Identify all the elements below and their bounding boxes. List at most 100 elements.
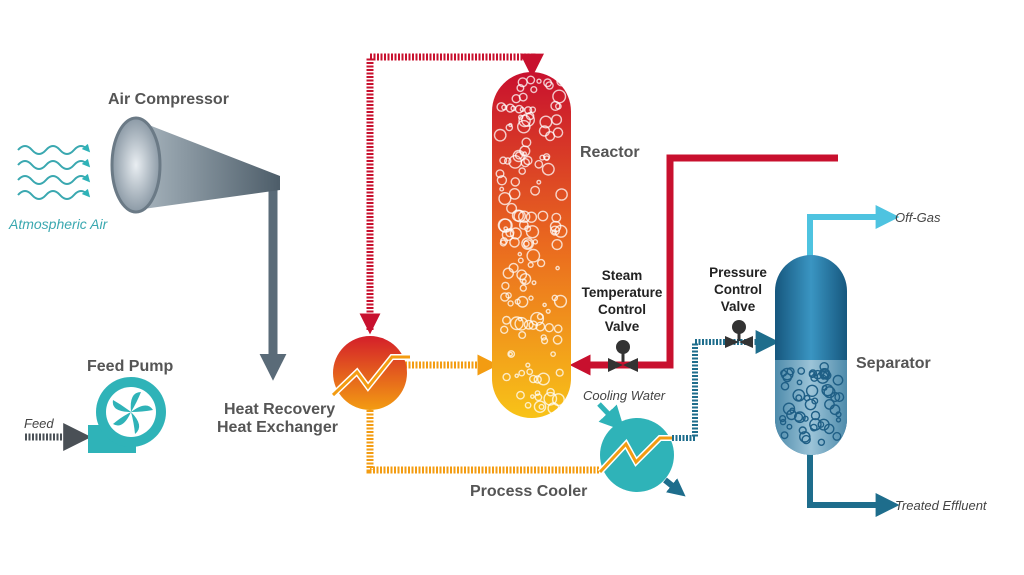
reactor-bubble — [498, 192, 512, 206]
separator-bubble — [786, 367, 795, 376]
separator-bubble — [811, 397, 819, 405]
reactor-bubble — [540, 337, 549, 345]
reactor-bubble — [553, 294, 568, 308]
reactor-bubble — [499, 156, 508, 165]
steam-valve-label-line4: Valve — [604, 319, 640, 334]
separator-bubble — [835, 417, 842, 423]
reactor-bubble — [516, 295, 529, 308]
reactor-bubble — [547, 402, 560, 415]
reactor-bubble — [533, 375, 542, 384]
separator-bubble — [792, 388, 806, 402]
separator-bubble — [779, 418, 787, 426]
steam-temperature-control-valve — [608, 340, 638, 372]
reactor-bubble — [525, 211, 538, 223]
reactor-bubble — [524, 106, 533, 115]
reactor-bubble — [507, 350, 516, 358]
reactor-bubble — [505, 228, 515, 238]
reactor-bubble — [508, 262, 519, 274]
reactor-bubble — [551, 239, 563, 251]
exchanger-to-cooler-line — [366, 410, 600, 474]
reactor-bubble — [524, 401, 532, 409]
reactor-bubble — [508, 154, 523, 169]
separator-label: Separator — [856, 355, 931, 372]
process-cooler-label: Process Cooler — [470, 483, 588, 500]
separator-bubble — [786, 423, 793, 430]
reactor-bubble — [502, 315, 512, 325]
reactor-bubble — [508, 351, 513, 357]
separator-bubble — [797, 367, 806, 375]
reactor-bubble — [537, 210, 549, 222]
reactor-bubble — [496, 175, 508, 186]
reactor-bubble — [551, 229, 558, 235]
reactor-bubble — [513, 209, 527, 223]
reactor-bubble — [495, 169, 505, 179]
reactor-bubble — [502, 267, 514, 279]
reactor-bubble — [535, 321, 546, 332]
reactor-bubble — [505, 103, 515, 113]
reactor-bubble — [528, 320, 539, 331]
treated-effluent-line — [807, 440, 900, 517]
atmospheric-air-label: Atmospheric Air — [9, 216, 108, 232]
separator-bubble — [809, 423, 818, 432]
reactor-bubble — [539, 115, 553, 129]
reactor-bubble — [531, 280, 537, 286]
reactor-bubble — [523, 155, 533, 166]
separator-bubble — [786, 409, 797, 421]
reactor — [492, 72, 571, 418]
separator-bubble — [824, 398, 835, 410]
reactor-bubble — [505, 292, 512, 299]
reactor-bubble — [530, 185, 541, 196]
reactor-bubble — [503, 157, 512, 165]
air-compressor-label: Air Compressor — [108, 91, 229, 108]
reactor-bubble — [527, 261, 534, 269]
air-line — [255, 175, 287, 381]
atmospheric-air-waves — [17, 143, 91, 200]
reactor-bubble — [516, 269, 528, 281]
reactor-bubble — [543, 391, 558, 406]
reactor-bubble — [545, 81, 554, 90]
reactor-bubble — [533, 400, 547, 414]
reactor-bubble — [518, 114, 524, 120]
reactor-bubble — [514, 373, 520, 379]
reactor-bubble — [500, 237, 509, 246]
feed-label: Feed — [24, 416, 54, 431]
reactor-bubble — [534, 390, 541, 396]
separator-bubble — [821, 384, 834, 397]
pressure-valve-label: Pressure Control Valve — [700, 264, 776, 315]
reactor-bubble — [496, 102, 507, 112]
reactor-bubble — [493, 128, 507, 142]
reactor-bubble — [542, 302, 547, 308]
steam-valve-label-line1: Steam — [601, 268, 643, 283]
reactor-bubble — [500, 292, 510, 302]
reactor-bubble — [555, 265, 560, 271]
air-compressor — [110, 116, 280, 214]
reactor-bubble — [517, 316, 523, 322]
cooling-water-arrow — [597, 402, 625, 432]
reactor-bubble — [526, 368, 534, 376]
separator-bubble — [780, 381, 790, 391]
reactor-bubble — [499, 186, 505, 192]
reactor-bubble — [536, 179, 542, 185]
reactor-bubble — [525, 225, 540, 239]
pressure-valve-label-line1: Pressure — [709, 265, 767, 280]
cooler-to-separator-line — [672, 330, 780, 441]
reactor-bubble — [507, 300, 514, 307]
separator-bubble — [823, 386, 836, 399]
reactor-bubble — [534, 159, 544, 169]
cooling-water-out-arrow — [663, 477, 686, 497]
cooling-water-label: Cooling Water — [583, 388, 666, 403]
reactor-bubble — [551, 212, 562, 223]
reactor-bubble — [544, 323, 554, 333]
reactor-bubble — [514, 104, 524, 114]
reactor-bubble — [506, 202, 518, 214]
separator-bubble — [808, 369, 818, 378]
separator-bubble — [832, 431, 842, 441]
reactor-bubble — [526, 75, 536, 85]
treated-effluent-label: Treated Effluent — [895, 498, 987, 513]
reactor-bubble — [552, 89, 567, 104]
reactor-bubble — [518, 114, 531, 128]
reactor-bubble — [519, 106, 525, 113]
feed-pump — [88, 377, 166, 453]
